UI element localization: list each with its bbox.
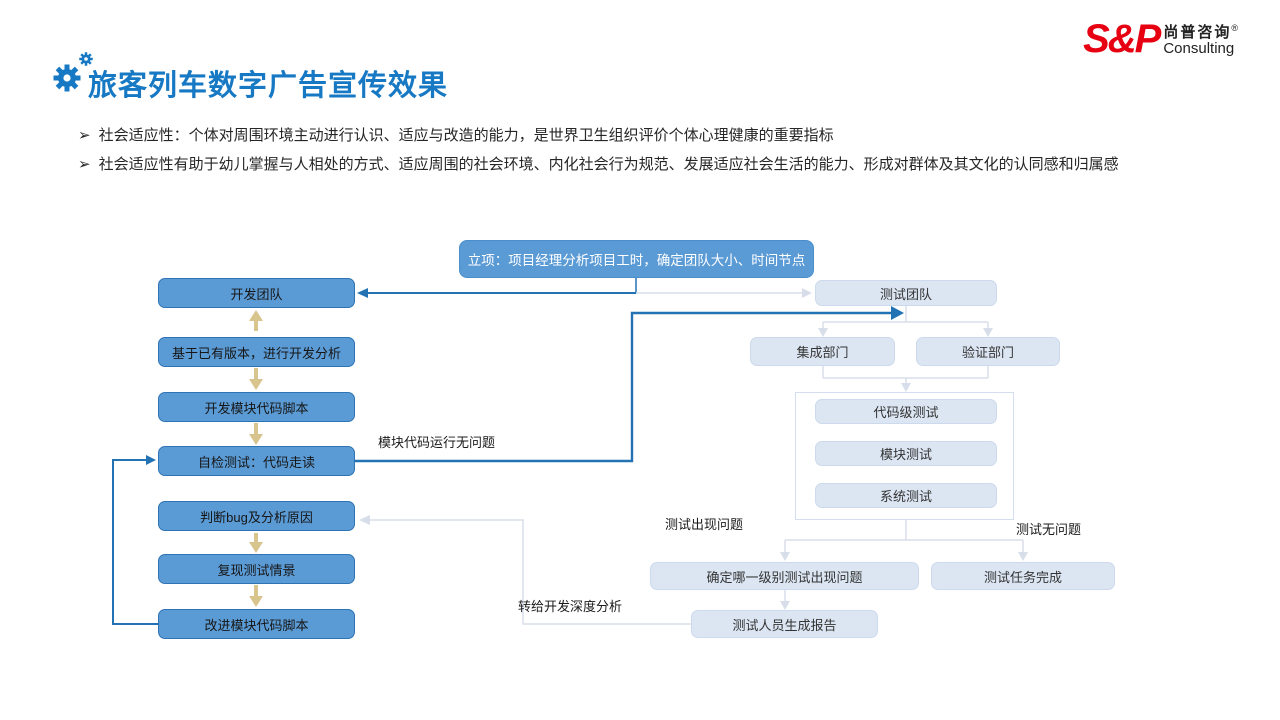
bullet-item: ➢ 社会适应性：个体对周围环境主动进行认识、适应与改造的能力，是世界卫生组织评价… [78, 126, 1218, 145]
flow-node-dev-analysis: 基于已有版本，进行开发分析 [158, 337, 355, 367]
edge-label-to-dev: 转给开发深度分析 [518, 599, 623, 614]
bullet-list: ➢ 社会适应性：个体对周围环境主动进行认识、适应与改造的能力，是世界卫生组织评价… [78, 126, 1218, 184]
flow-node-module-test: 模块测试 [815, 441, 997, 466]
flow-node-reproduce: 复现测试情景 [158, 554, 355, 584]
flow-node-system-test: 系统测试 [815, 483, 997, 508]
flow-node-start: 立项：项目经理分析项目工时，确定团队大小、时间节点 [459, 240, 814, 278]
flow-node-bug-analysis: 判断bug及分析原因 [158, 501, 355, 531]
flow-node-locate-issue: 确定哪一级别测试出现问题 [650, 562, 919, 590]
flow-node-integration-dept: 集成部门 [750, 337, 895, 366]
gear-icon [53, 52, 93, 92]
edge-label-test-ok: 测试无问题 [1016, 522, 1082, 537]
logo-sp-text: S&P [1083, 17, 1161, 61]
bullet-arrow-icon: ➢ [78, 156, 91, 173]
edge-label-test-issue: 测试出现问题 [665, 517, 744, 532]
logo-english-name: Consulting [1163, 40, 1235, 57]
flow-node-dev-team: 开发团队 [158, 278, 355, 308]
flow-node-test-team: 测试团队 [815, 280, 997, 306]
flow-node-test-done: 测试任务完成 [931, 562, 1115, 590]
registered-mark: ® [1231, 23, 1240, 33]
flow-node-verification-dept: 验证部门 [916, 337, 1060, 366]
flow-node-code-test: 代码级测试 [815, 399, 997, 424]
gear-icons [53, 50, 97, 96]
flow-node-report: 测试人员生成报告 [691, 610, 878, 638]
company-logo: S&P 尚普咨询® Consulting [1083, 17, 1240, 61]
logo-chinese-name: 尚普咨询® [1163, 23, 1240, 41]
flow-node-self-check: 自检测试：代码走读 [158, 446, 355, 476]
bullet-text: 社会适应性有助于幼儿掌握与人相处的方式、适应周围的社会环境、内化社会行为规范、发… [98, 156, 1119, 173]
page-title: 旅客列车数字广告宣传效果 [88, 70, 449, 102]
bullet-arrow-icon: ➢ [78, 127, 91, 144]
bullet-item: ➢ 社会适应性有助于幼儿掌握与人相处的方式、适应周围的社会环境、内化社会行为规范… [78, 155, 1218, 174]
flow-node-improve-script: 改进模块代码脚本 [158, 609, 355, 639]
edge-label-module-ok: 模块代码运行无问题 [378, 435, 496, 450]
flow-node-dev-script: 开发模块代码脚本 [158, 392, 355, 422]
bullet-text: 社会适应性：个体对周围环境主动进行认识、适应与改造的能力，是世界卫生组织评价个体… [98, 127, 834, 144]
